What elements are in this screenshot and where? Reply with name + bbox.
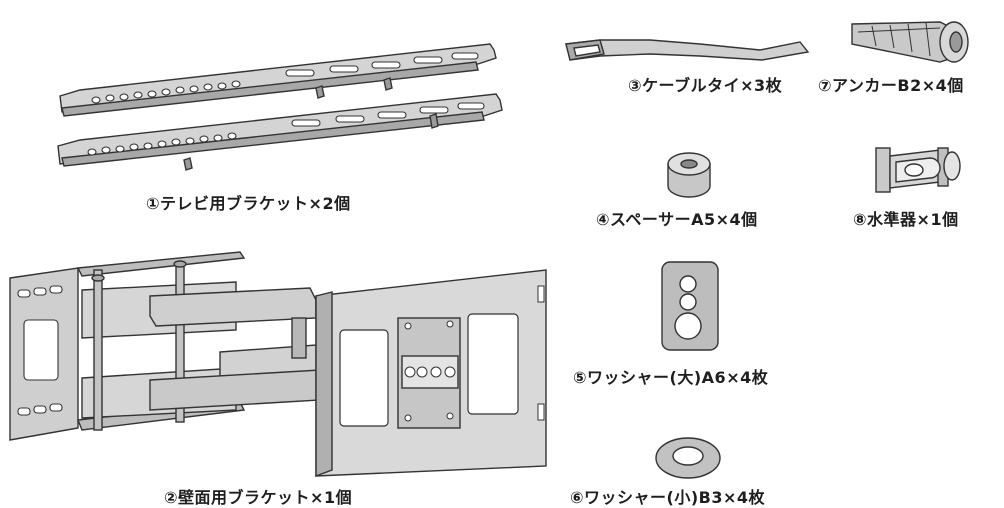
washer-large-illustration xyxy=(661,261,719,351)
caption-tv-bracket: ①テレビ用ブラケット×2個 xyxy=(146,194,351,213)
caption-spacer: ④スペーサーA5×4個 xyxy=(596,210,758,229)
caption-wall-bracket: ②壁面用ブラケット×1個 xyxy=(164,488,353,507)
caption-washer-large: ⑤ワッシャー(大)A6×4枚 xyxy=(573,368,769,387)
wall-bracket-illustration xyxy=(9,251,547,478)
caption-anchor: ⑦アンカーB2×4個 xyxy=(818,76,964,95)
cable-tie-illustration xyxy=(565,39,810,61)
tv-bracket-illustration xyxy=(57,43,503,171)
tv-bracket-lower xyxy=(57,93,503,171)
caption-level: ⑧水準器×1個 xyxy=(853,210,959,229)
level-illustration xyxy=(875,147,961,193)
caption-cable-tie: ③ケーブルタイ×3枚 xyxy=(628,76,783,95)
caption-washer-small: ⑥ワッシャー(小)B3×4枚 xyxy=(570,488,766,507)
washer-small-illustration xyxy=(655,437,721,479)
spacer-illustration xyxy=(667,152,711,198)
anchor-illustration xyxy=(851,21,969,63)
tv-bracket-upper xyxy=(59,43,497,117)
